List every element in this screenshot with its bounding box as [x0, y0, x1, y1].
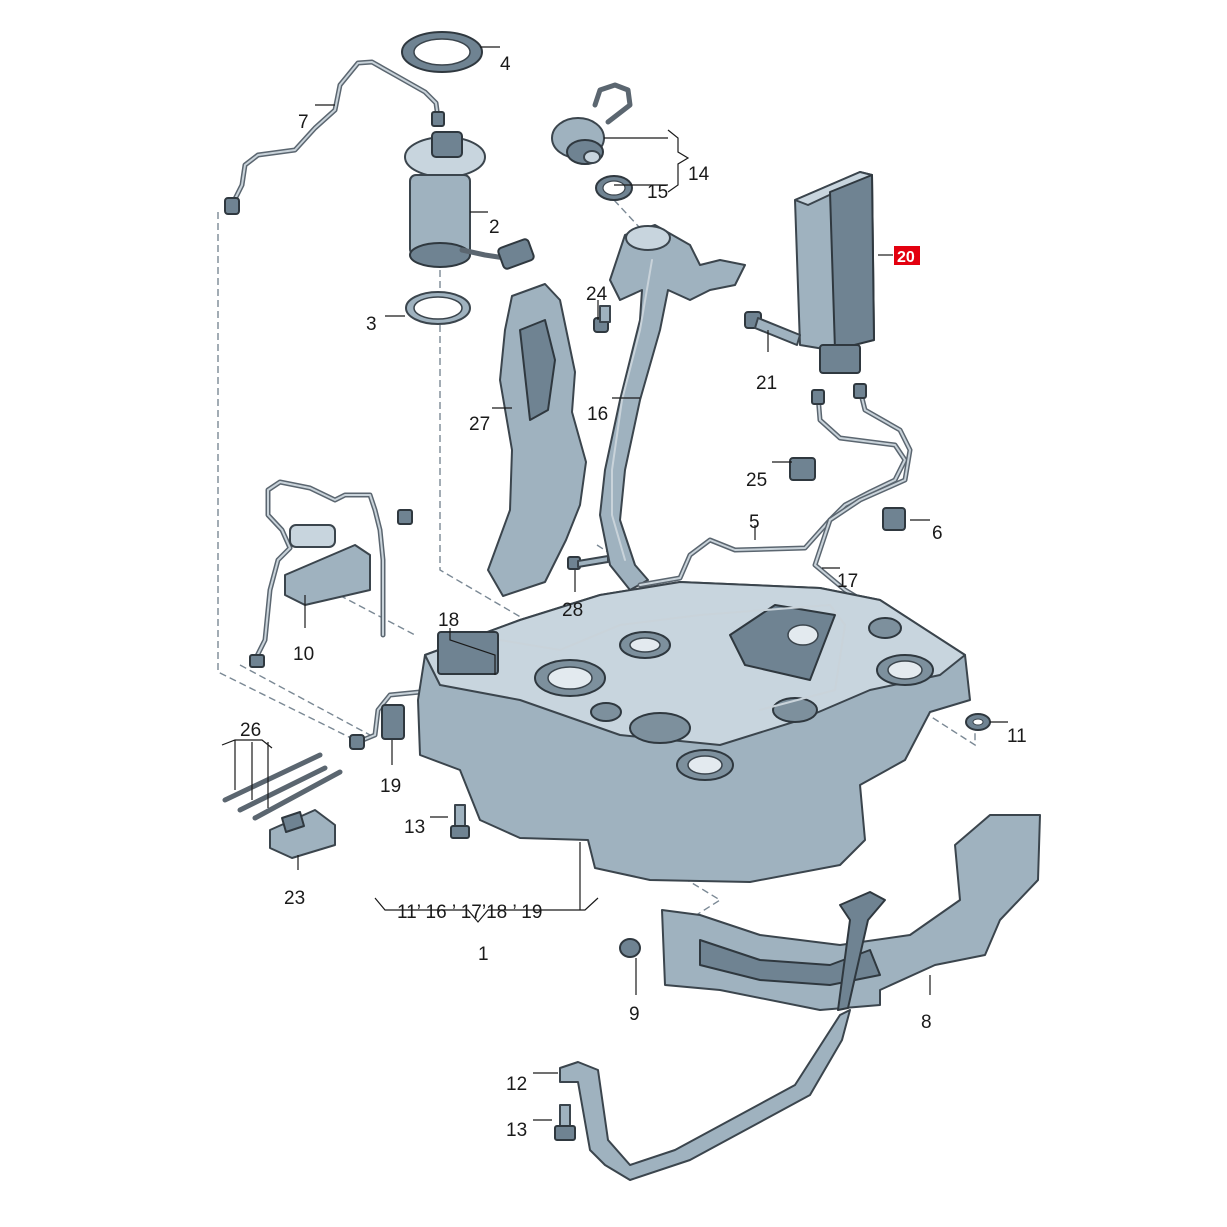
callout-1: 1 — [478, 944, 489, 965]
heat-shield-27 — [487, 283, 587, 597]
callout-13-top: 13 — [404, 817, 425, 838]
wire-terminals-26 — [222, 752, 343, 821]
lock-ring-4 — [401, 31, 483, 73]
callout-12: 12 — [506, 1074, 527, 1095]
callout-16: 16 — [587, 404, 608, 425]
nut-9 — [619, 938, 641, 958]
filler-seal-15 — [595, 175, 633, 201]
callout-19: 19 — [380, 776, 401, 797]
callout-28: 28 — [562, 600, 583, 621]
bolt-21 — [744, 311, 801, 346]
callout-27: 27 — [469, 414, 490, 435]
callout-3: 3 — [366, 314, 377, 335]
grommet-11 — [965, 713, 991, 731]
callout-14: 14 — [688, 164, 710, 185]
callout-20-highlight — [894, 246, 920, 265]
fuel-tank-1 — [417, 581, 971, 883]
callout-6: 6 — [932, 523, 943, 544]
callout-group-1: 11’ 16 ’ 17’18 ’ 19 — [397, 902, 542, 923]
callout-18: 18 — [438, 610, 459, 631]
callout-23: 23 — [284, 888, 305, 909]
callout-20: 20 — [897, 249, 915, 266]
filler-cap-14 — [551, 82, 633, 165]
bolt-24 — [593, 305, 611, 333]
callout-13-bottom: 13 — [506, 1120, 527, 1141]
callout-2: 2 — [489, 217, 500, 238]
tank-strap-12 — [559, 891, 886, 1181]
screw-28 — [567, 555, 609, 570]
fuel-line-with-connector — [349, 689, 423, 750]
heat-shield-8 — [661, 814, 1041, 1011]
callout-11: 11 — [1007, 726, 1027, 747]
clip-6 — [882, 507, 906, 531]
callout-21: 21 — [756, 373, 777, 394]
callout-5: 5 — [749, 512, 760, 533]
callout-15: 15 — [647, 182, 668, 203]
fuel-pump-2 — [404, 131, 535, 270]
clip-25 — [789, 457, 816, 481]
callout-4: 4 — [500, 54, 511, 75]
sensor-bracket-10 — [249, 479, 413, 668]
callout-25: 25 — [746, 470, 767, 491]
fuel-line-7 — [224, 59, 445, 215]
charcoal-canister-20 — [794, 171, 875, 374]
screw-13-bottom — [554, 1104, 576, 1141]
callout-labels: 4 7 2 3 14 15 24 16 27 20 21 25 6 5 17 2… — [240, 54, 1027, 1141]
filler-neck-16 — [599, 224, 746, 591]
callout-8: 8 — [921, 1012, 932, 1033]
screw-13-top — [450, 804, 470, 839]
callout-10: 10 — [293, 644, 314, 665]
seal-ring-3 — [405, 291, 471, 325]
callout-26: 26 — [240, 720, 261, 741]
callout-17: 17 — [837, 571, 858, 592]
leader-lines — [221, 46, 1008, 1121]
callout-7: 7 — [298, 112, 309, 133]
callout-24: 24 — [586, 284, 608, 305]
callout-9: 9 — [629, 1004, 640, 1025]
connector-housing-23 — [269, 809, 336, 859]
